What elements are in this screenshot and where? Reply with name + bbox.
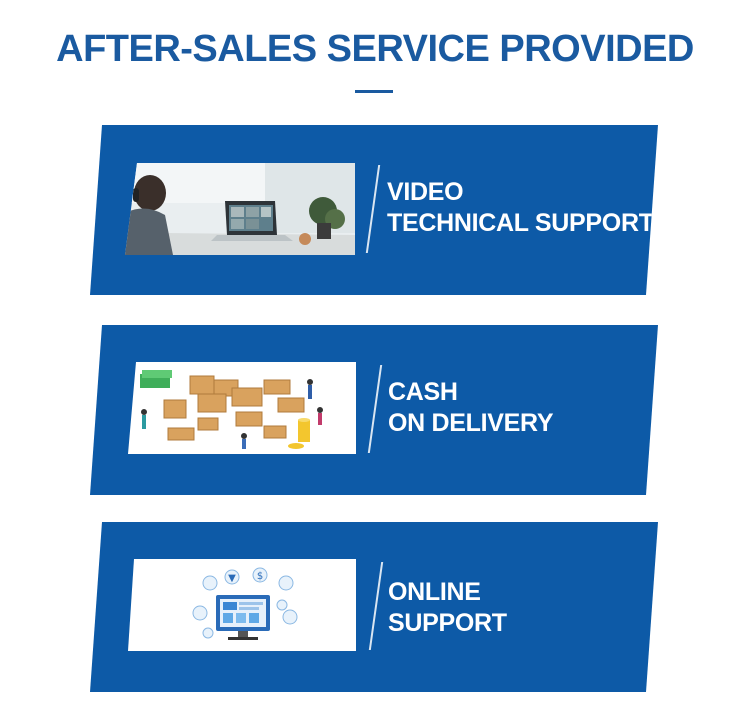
svg-text:▼: ▼ [228,573,236,584]
service-label: VIDEO TECHNICAL SUPPORT [387,177,654,239]
card-divider [368,562,384,650]
svg-text:$: $ [257,571,263,582]
card-divider [365,165,381,253]
title-underline [355,90,393,93]
service-label: CASH ON DELIVERY [388,377,554,439]
page-title: AFTER-SALES SERVICE PROVIDED [56,28,694,70]
warehouse-delivery-illustration [128,362,356,454]
online-support-monitor-illustration: ▼ $ [128,559,356,651]
service-card-video-support: VIDEO TECHNICAL SUPPORT [90,125,658,295]
service-label-line1: CASH [388,378,458,406]
service-card-cash-on-delivery: CASH ON DELIVERY [90,325,658,495]
service-label-line1: ONLINE [388,578,481,606]
service-card-online-support: ▼ $ ONLINE SUPPORT [90,522,658,692]
card-divider [367,365,383,453]
video-call-photo [125,163,355,255]
service-label-line2: SUPPORT [388,609,507,637]
service-label-line2: TECHNICAL SUPPORT [387,209,654,237]
service-label-line1: VIDEO [387,178,464,206]
service-label-line2: ON DELIVERY [388,409,554,437]
service-label: ONLINE SUPPORT [388,577,507,639]
